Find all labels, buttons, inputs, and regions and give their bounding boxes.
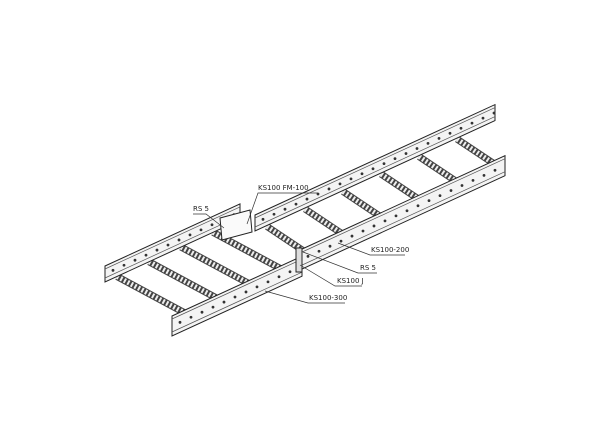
rung-holes [147, 259, 218, 300]
rail-hole [199, 228, 203, 232]
rail-hole [255, 285, 259, 289]
rail-hole [427, 199, 431, 203]
rail-hole [222, 300, 226, 304]
label-ks100-300: KS100-300 [309, 294, 347, 302]
rail-hole [459, 126, 463, 130]
rail-hole [415, 147, 419, 150]
label-rs5-left: RS 5 [193, 205, 209, 213]
rail-hole [360, 172, 364, 176]
rail-hole [393, 157, 397, 161]
rail-hole [460, 184, 464, 187]
rail-hole [233, 295, 237, 299]
rail-hole [211, 305, 215, 309]
ladder-parts [104, 103, 506, 337]
leader-ks200 [337, 242, 405, 256]
rail-hole [482, 173, 486, 177]
rail-hole [188, 233, 192, 237]
rail-hole [493, 168, 497, 172]
rail-hole [288, 270, 292, 274]
rail-flange-line [299, 171, 506, 267]
rail-flange-line [254, 107, 496, 219]
rail-hole [317, 249, 321, 253]
rail-hole [448, 131, 452, 135]
rail-flange-line [104, 206, 241, 270]
rail-hole [133, 258, 137, 262]
fm-100-plate [219, 209, 253, 241]
leader-rs-right [302, 251, 377, 274]
rail-hole [404, 152, 408, 155]
rail-hole [339, 239, 343, 243]
rail-hole [277, 275, 281, 279]
rail-hole [327, 187, 331, 191]
rung-holes [179, 244, 250, 286]
rail-flange-line [104, 215, 241, 279]
rail-hole [178, 320, 182, 324]
rail-hole [144, 253, 148, 257]
rail-hole [383, 219, 387, 223]
rail-hole [328, 244, 332, 248]
rail-hole [244, 290, 248, 294]
rail-hole [155, 248, 159, 252]
rail-hole [405, 209, 409, 213]
rail-flange-line [254, 116, 496, 228]
leader-fm [246, 192, 318, 225]
rail-hole [272, 212, 276, 216]
rail-hole [382, 162, 386, 166]
rail-hole [394, 214, 398, 218]
rail-hole [189, 315, 193, 319]
rail-hole [437, 136, 441, 140]
label-ks100-fm-100: KS100 FM-100 [258, 184, 309, 192]
rail-hole [492, 111, 496, 115]
rail-hole [210, 223, 214, 227]
callouts [193, 192, 405, 304]
rail-hole [283, 207, 287, 211]
rail-hole [426, 142, 430, 145]
rung-holes [115, 274, 186, 315]
rail-hole [438, 194, 442, 198]
side-rail [171, 255, 303, 337]
label-ks100-j: KS100 J [337, 277, 364, 285]
leader-rs-left [193, 213, 225, 229]
rail-hole [372, 224, 376, 228]
leader-joint [299, 264, 362, 287]
rail-flange-line [171, 271, 303, 333]
leader-ks300 [264, 290, 345, 304]
rail-flange-line [299, 158, 506, 254]
rail-hole [266, 280, 270, 284]
rail-hole [306, 254, 310, 258]
rail-hole [470, 121, 474, 125]
rail-hole [261, 217, 265, 221]
rail-hole [305, 197, 309, 201]
rail-hole [338, 182, 342, 186]
label-rs5-right: RS 5 [360, 264, 376, 272]
rail-hole [471, 179, 475, 182]
rail-flange-line [171, 258, 303, 320]
rail-hole [361, 229, 365, 233]
rail-hole [200, 310, 204, 314]
rail-hole [449, 189, 453, 192]
rail-hole [166, 243, 170, 247]
rail-hole [111, 268, 115, 272]
rail-hole [294, 202, 298, 206]
label-ks100-200: KS100-200 [371, 246, 409, 254]
rail-hole [416, 204, 420, 208]
rail-hole [122, 263, 126, 267]
rail-hole [349, 177, 353, 181]
rail-hole [371, 167, 375, 171]
rail-hole [350, 234, 354, 238]
rail-hole [481, 116, 485, 120]
joint-plate [295, 247, 303, 273]
rail-hole [177, 238, 181, 242]
